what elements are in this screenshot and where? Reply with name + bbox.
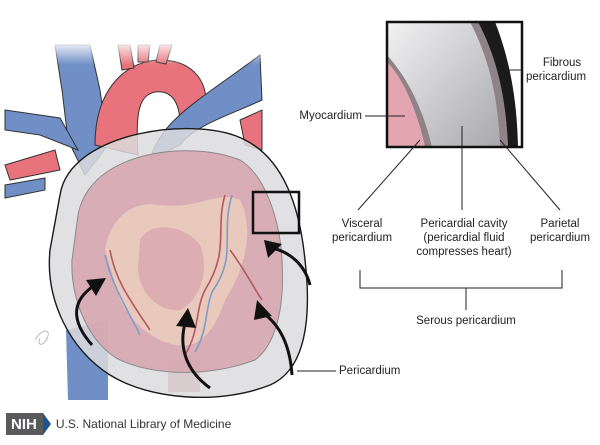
coronary-vessels — [104, 194, 263, 356]
pulmonary-vein-left — [4, 149, 61, 181]
left-vessel-blue — [4, 177, 46, 199]
inset-myocardium — [387, 60, 425, 147]
label-cavity-line3: compresses heart) — [416, 246, 512, 258]
label-visceral-pericardium: Visceral pericardium — [322, 217, 402, 245]
compression-arrows — [75, 240, 312, 390]
label-pericardium: Pericardium — [339, 365, 401, 377]
label-parietal-line1: Parietal — [540, 218, 580, 230]
label-fibrous-line2: pericardium — [526, 71, 587, 83]
detail-inset — [387, 22, 522, 147]
nih-logo-text: NIH — [11, 415, 37, 433]
artist-signature — [34, 330, 49, 345]
arrow-bottom — [181, 319, 211, 390]
label-parietal-pericardium: Parietal pericardium — [522, 217, 598, 245]
label-pericardial-cavity: Pericardial cavity (pericardial fluid co… — [408, 217, 520, 259]
nih-footer: NIH U.S. National Library of Medicine — [6, 412, 231, 436]
inset-parietal-layer — [470, 22, 508, 147]
great-vessels — [0, 40, 270, 400]
label-parietal-line2: pericardium — [529, 232, 591, 244]
label-visceral-line2: pericardium — [331, 232, 393, 244]
label-myocardium: Myocardium — [299, 110, 362, 122]
leader-lines — [297, 69, 563, 372]
label-fibrous-line1: Fibrous — [542, 57, 582, 69]
inset-fibrous-layer — [478, 22, 518, 147]
nih-logo: NIH — [6, 413, 43, 435]
brachiocephalic-vein — [4, 109, 80, 151]
label-serous-pericardium: Serous pericardium — [416, 315, 516, 327]
heart-central-region — [138, 227, 204, 311]
nlm-name: U.S. National Library of Medicine — [55, 417, 232, 431]
inset-visceral-layer — [387, 55, 432, 147]
inset-cavity — [387, 22, 500, 147]
nih-chevron-icon — [42, 413, 51, 435]
arrow-left — [75, 283, 96, 346]
detail-region-box — [251, 190, 301, 235]
label-cavity-line2: (pericardial fluid — [423, 232, 505, 244]
label-visceral-line1: Visceral — [341, 218, 383, 230]
label-fibrous-pericardium: Fibrous pericardium — [526, 56, 598, 84]
label-cavity-line1: Pericardial cavity — [420, 218, 508, 230]
